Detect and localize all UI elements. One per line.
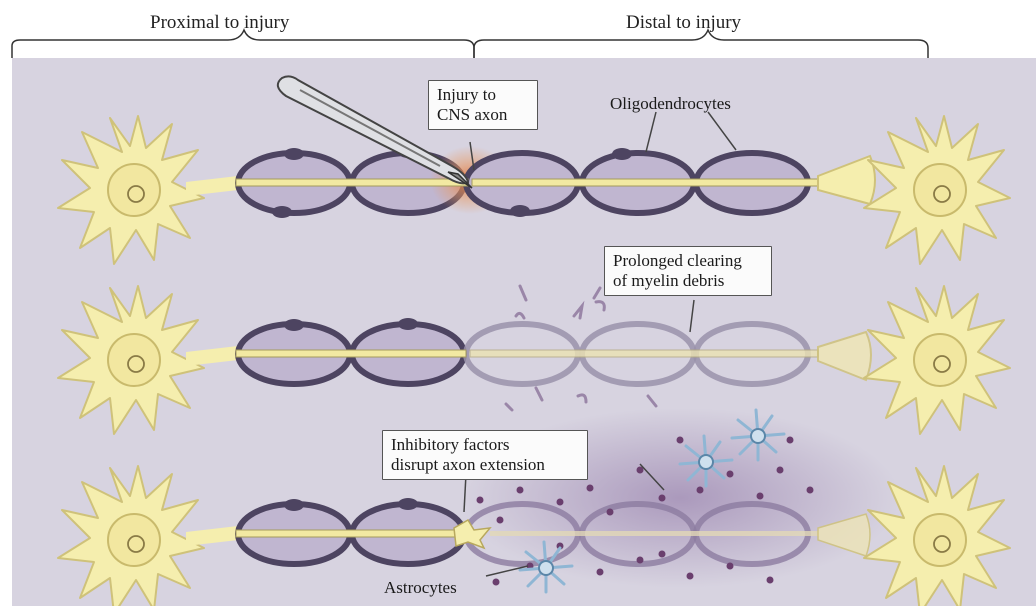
injury-label-line1: Injury to	[437, 85, 529, 105]
inhibitory-callout: Inhibitory factors disrupt axon extensio…	[382, 430, 588, 480]
clearing-callout: Prolonged clearing of myelin debris	[604, 246, 772, 296]
injury-callout: Injury to CNS axon	[428, 80, 538, 130]
inhibitory-label-line2: disrupt axon extension	[391, 455, 579, 475]
proximal-brace	[12, 30, 474, 58]
proximal-header: Proximal to injury	[150, 12, 289, 34]
clearing-label-line2: of myelin debris	[613, 271, 763, 291]
inhibitory-label-line1: Inhibitory factors	[391, 435, 579, 455]
oligodendrocytes-label: Oligodendrocytes	[610, 94, 731, 114]
distal-brace	[474, 30, 928, 58]
astrocytes-label: Astrocytes	[384, 578, 457, 598]
clearing-label-line1: Prolonged clearing	[613, 251, 763, 271]
distal-header: Distal to injury	[626, 12, 741, 34]
injury-label-line2: CNS axon	[437, 105, 529, 125]
